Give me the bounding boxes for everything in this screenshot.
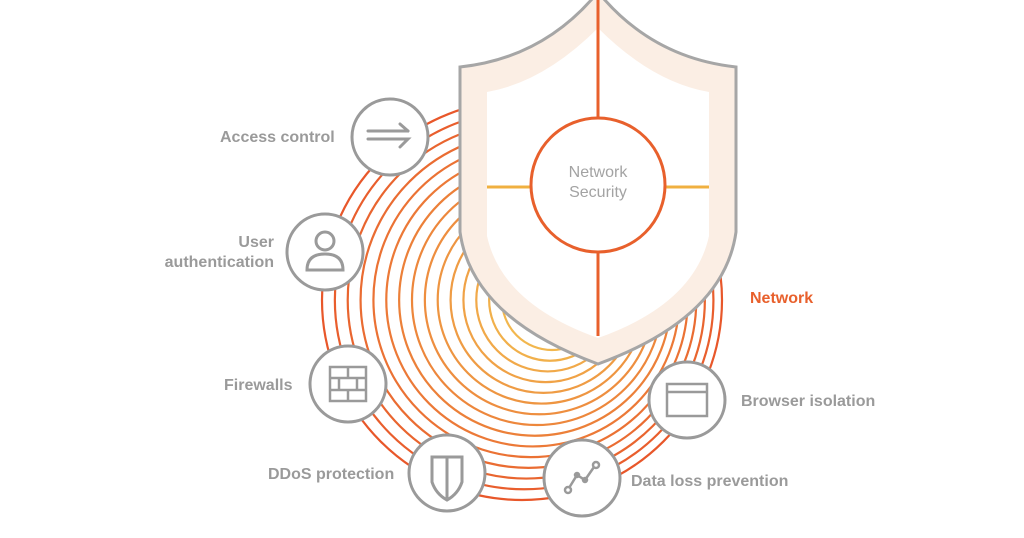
ddos-protection-node: [407, 433, 487, 513]
user-icon: [305, 230, 345, 272]
data-loss-prevention-node: [542, 438, 622, 518]
firewalls-node: [308, 344, 388, 424]
user-authentication-label-line2: authentication: [164, 254, 274, 271]
network-label: Network: [750, 290, 814, 307]
access-control-label: Access control: [220, 129, 335, 146]
line-chart-icon: [563, 460, 601, 495]
data-loss-prevention-label: Data loss prevention: [631, 473, 789, 490]
center-circle: [529, 116, 667, 254]
user-authentication-node: [285, 212, 365, 292]
shield-icon: [430, 455, 464, 502]
center-label-line2: Security: [569, 184, 627, 201]
user-authentication-label: User authentication: [165, 233, 274, 273]
center-label-line1: Network: [568, 164, 628, 181]
arrows-exchange-icon: [366, 122, 412, 149]
ddos-protection-label: DDoS protection: [268, 466, 395, 483]
firewalls-label: Firewalls: [224, 377, 293, 394]
user-authentication-label-line1: User: [238, 234, 274, 251]
browser-window-icon: [665, 382, 709, 418]
center-label: Network Security: [538, 163, 658, 203]
brick-wall-icon: [328, 365, 368, 403]
access-control-node: [350, 97, 430, 177]
security-shield: [458, 0, 738, 366]
browser-isolation-node: [647, 360, 727, 440]
browser-isolation-label: Browser isolation: [741, 393, 876, 410]
